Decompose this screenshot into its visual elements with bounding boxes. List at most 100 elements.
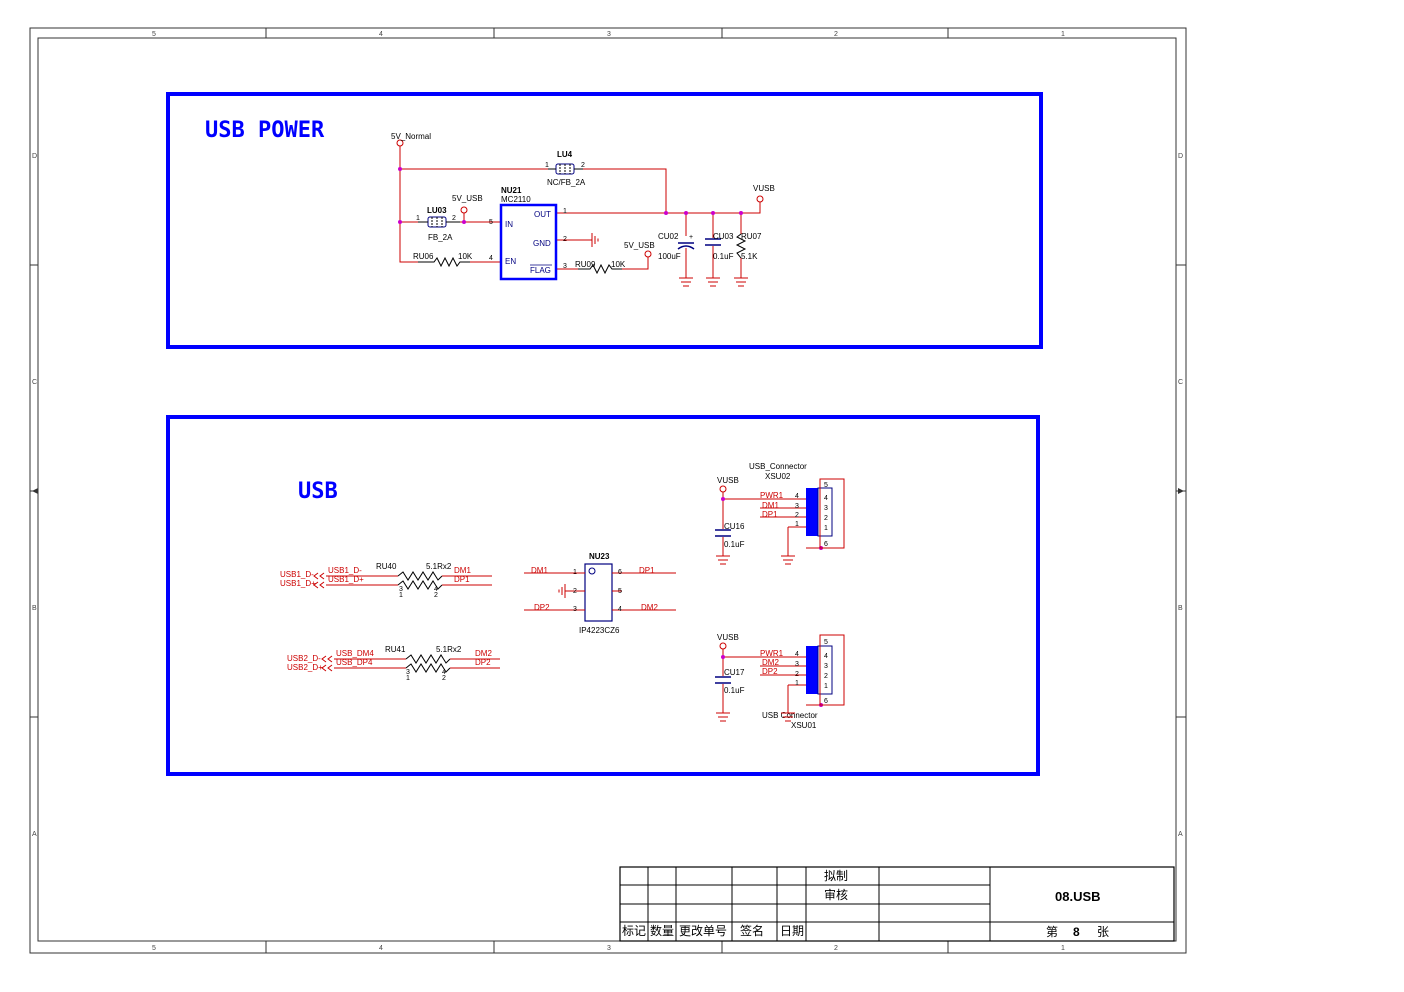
usb-connector-xsu02: USB_Connector XSU02 VUSB CU16 0.1uF PWR1… bbox=[715, 462, 845, 565]
pin-number: 2 bbox=[573, 588, 577, 595]
capacitor-cu02: CU02 100uF + bbox=[658, 232, 695, 261]
col-label-top: 2 bbox=[834, 31, 838, 38]
net-label: USB1_D- bbox=[328, 566, 362, 575]
pin-number: 4 bbox=[434, 586, 438, 593]
pin-number: 1 bbox=[795, 521, 799, 528]
usb-power-section: USB POWER 5V_Normal 5V_USB 5V_USB bbox=[166, 92, 1043, 349]
col-label-top: 5 bbox=[152, 31, 156, 38]
cap-value: 0.1uF bbox=[724, 540, 745, 549]
drawn-label: 拟制 bbox=[824, 869, 848, 883]
net-label-5v-usb: 5V_USB bbox=[452, 194, 483, 203]
net-label: DM1 bbox=[762, 501, 779, 510]
col-label-bottom: 2 bbox=[834, 945, 838, 952]
net-label: DM2 bbox=[641, 603, 658, 612]
pin-number: 5 bbox=[824, 639, 828, 646]
footer-cell: 日期 bbox=[780, 924, 804, 938]
col-label-top: 4 bbox=[379, 31, 383, 38]
pin-number: 1 bbox=[795, 680, 799, 687]
nu21-pin-flag: FLAG bbox=[530, 266, 551, 275]
cu03-ref: CU03 bbox=[713, 232, 734, 241]
page-suffix: 张 bbox=[1097, 925, 1109, 939]
nu21-pin-en: EN bbox=[505, 257, 516, 266]
esd-ic-nu23: NU23 IP4223CZ6 DM1 DP2 DP1 DM2 1 2 3 4 5… bbox=[524, 552, 676, 635]
net-label: DM2 bbox=[475, 649, 492, 658]
net-label: USB_DM4 bbox=[336, 649, 374, 658]
pin-number: 4 bbox=[442, 669, 446, 676]
row-label-right: C bbox=[1178, 379, 1183, 386]
port-label: USB2_D- bbox=[287, 654, 321, 663]
connector-label: USB_Connector bbox=[749, 462, 807, 471]
net-label-vusb: VUSB bbox=[717, 633, 739, 642]
net-label-vusb: VUSB bbox=[753, 184, 775, 193]
row-label-left: D bbox=[32, 153, 37, 160]
usb-connector-xsu01: VUSB CU17 0.1uF PWR1 DM2 DP2 4 3 2 1 5 4… bbox=[715, 633, 845, 730]
pin-number: 5 bbox=[824, 482, 828, 489]
pin-number: 2 bbox=[452, 215, 456, 222]
net-label: DM1 bbox=[454, 566, 471, 575]
ground-symbol bbox=[716, 555, 730, 565]
pin-number: 4 bbox=[618, 606, 622, 613]
pin-number: 6 bbox=[824, 541, 828, 548]
pin-number: 1 bbox=[545, 162, 549, 169]
row-label-left: A bbox=[32, 831, 37, 838]
pin-number: 3 bbox=[824, 663, 828, 670]
row-label-left: B bbox=[32, 605, 37, 612]
usb-section: USB USB1_D- USB1_D+ USB1_D- USB1_D+ RU40… bbox=[166, 415, 1040, 776]
pin-number: 1 bbox=[563, 208, 567, 215]
pin-number: 1 bbox=[824, 683, 828, 690]
pin-number: 2 bbox=[795, 671, 799, 678]
nu21-ref: NU21 bbox=[501, 186, 522, 195]
net-label: DM1 bbox=[531, 566, 548, 575]
pin-number: 3 bbox=[406, 669, 410, 676]
power-frame bbox=[166, 92, 1043, 349]
net-label-vusb: VUSB bbox=[717, 476, 739, 485]
row-label-right: D bbox=[1178, 153, 1183, 160]
cap-value: 0.1uF bbox=[724, 686, 745, 695]
pin-number: 4 bbox=[824, 495, 828, 502]
col-label-bottom: 4 bbox=[379, 945, 383, 952]
pin-number: 4 bbox=[489, 255, 493, 262]
resistor-array-ru40: USB1_D- USB1_D+ USB1_D- USB1_D+ RU40 5.1… bbox=[280, 562, 492, 599]
polarity-mark: + bbox=[689, 234, 693, 241]
col-label-bottom: 1 bbox=[1061, 945, 1065, 952]
pin-number: 3 bbox=[563, 263, 567, 270]
ru07-value: 5.1K bbox=[741, 252, 758, 261]
pin-number: 3 bbox=[399, 586, 403, 593]
sheet-border: 5 4 3 2 1 5 4 3 2 1 D C B A D C B A bbox=[29, 27, 1187, 954]
col-label-top: 1 bbox=[1061, 31, 1065, 38]
pin-number: 2 bbox=[795, 512, 799, 519]
net-label-5v-usb: 5V_USB bbox=[624, 241, 655, 250]
pin-number: 1 bbox=[824, 525, 828, 532]
net-label: USB_DP4 bbox=[336, 658, 373, 667]
ru41-ref: RU41 bbox=[385, 645, 406, 654]
pin-number: 6 bbox=[824, 698, 828, 705]
lu4-value: NC/FB_2A bbox=[547, 178, 586, 187]
lu03-ref: LU03 bbox=[427, 206, 447, 215]
pin-number: 2 bbox=[824, 673, 828, 680]
nu21-part: MC2110 bbox=[501, 195, 531, 204]
pin-number: 3 bbox=[795, 661, 799, 668]
nu21-pin-gnd: GND bbox=[533, 239, 551, 248]
ground-symbol bbox=[558, 584, 571, 598]
pin-number: 1 bbox=[573, 569, 577, 576]
ru40-ref: RU40 bbox=[376, 562, 397, 571]
net-label: DM2 bbox=[762, 658, 779, 667]
lu4-ref: LU4 bbox=[557, 150, 573, 159]
ru07-ref: RU07 bbox=[741, 232, 762, 241]
pin-number: 1 bbox=[416, 215, 420, 222]
resistor-ru07: RU07 5.1K bbox=[735, 232, 762, 261]
cu02-value: 100uF bbox=[658, 252, 681, 261]
footer-cell: 标记 bbox=[622, 924, 646, 938]
nu23-ref: NU23 bbox=[589, 552, 610, 561]
footer-cell: 签名 bbox=[740, 923, 764, 938]
col-label-top: 3 bbox=[607, 31, 611, 38]
cu03-value: 0.1uF bbox=[713, 252, 734, 261]
net-label: USB1_D+ bbox=[328, 575, 364, 584]
pin-number: 4 bbox=[795, 493, 799, 500]
resistor-ru06: RU06 10K bbox=[413, 252, 473, 268]
pin-number: 4 bbox=[795, 651, 799, 658]
pin-number: 1 bbox=[406, 675, 410, 682]
usb-frame bbox=[166, 415, 1040, 776]
footer-cell: 数量 bbox=[650, 923, 674, 938]
net-label: PWR1 bbox=[760, 491, 784, 500]
